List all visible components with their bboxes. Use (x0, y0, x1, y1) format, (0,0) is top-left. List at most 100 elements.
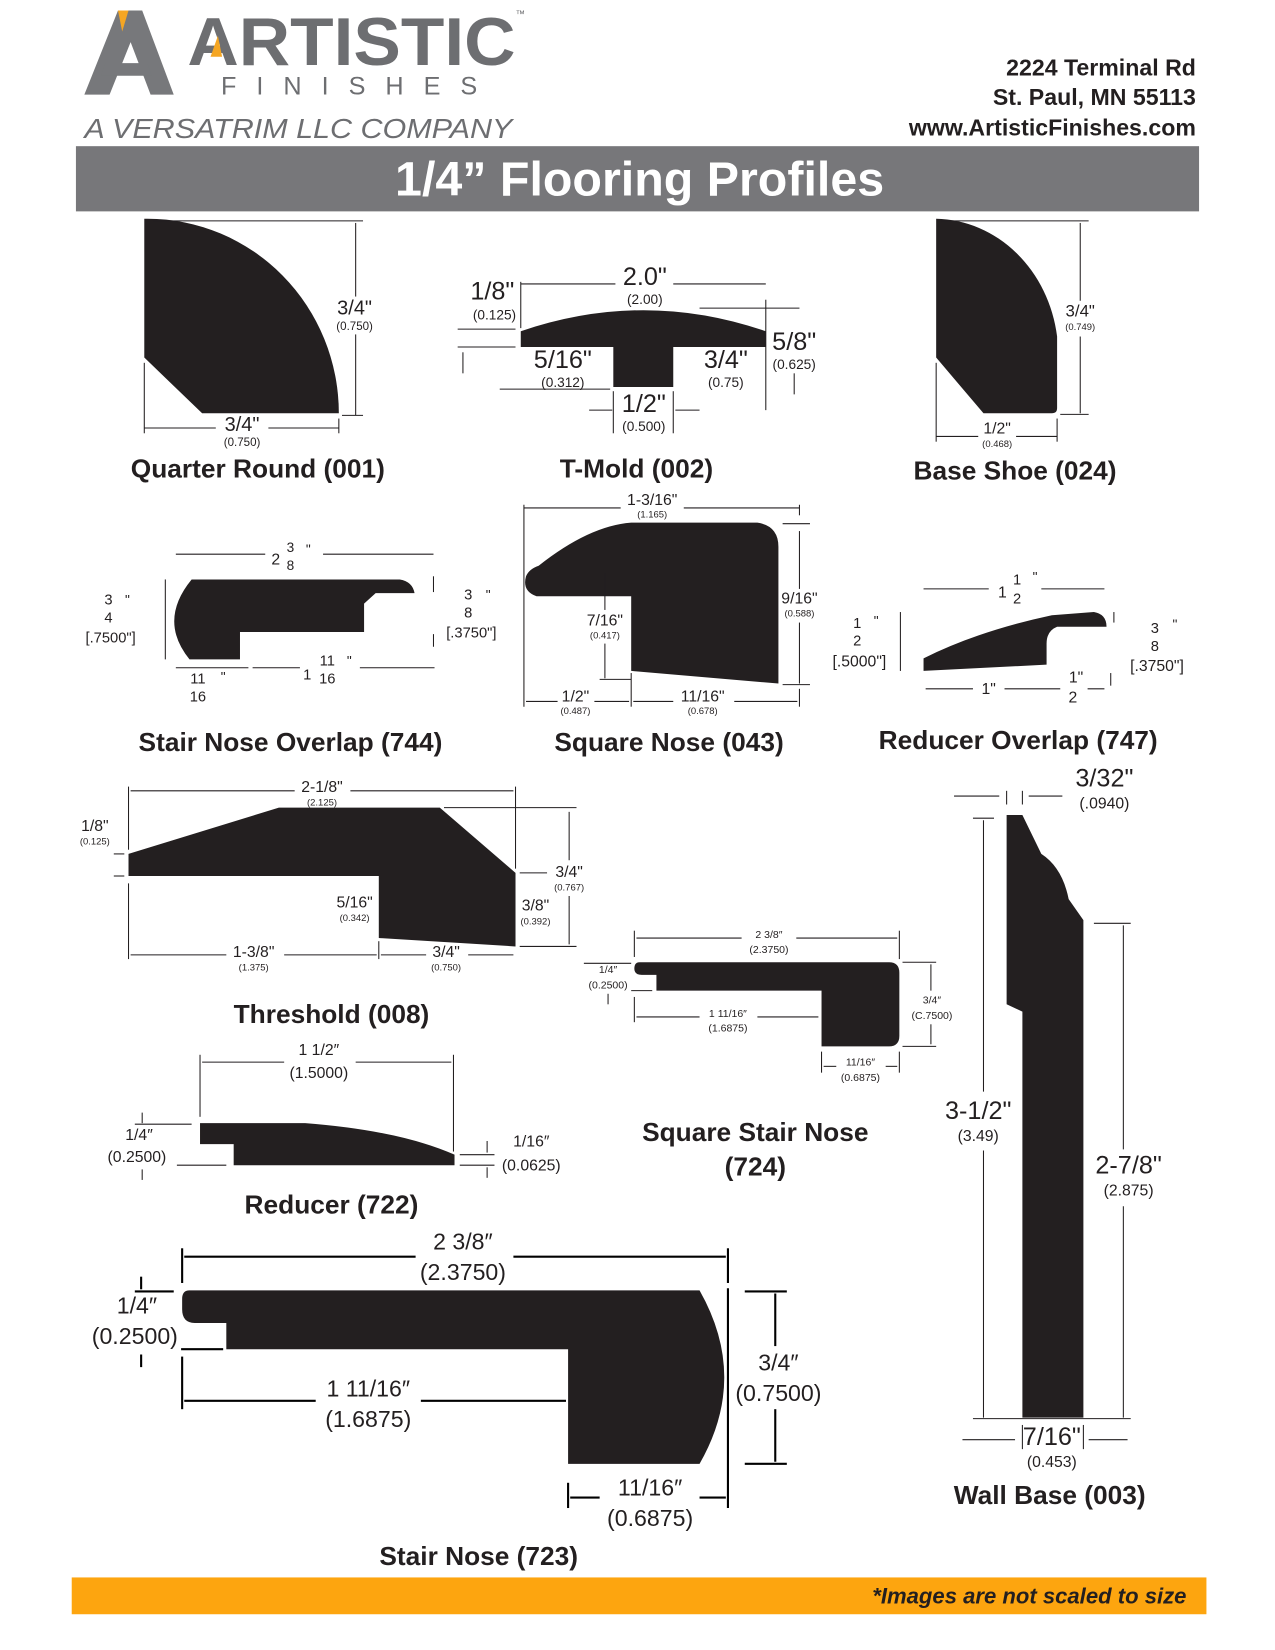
threshold-width-dec: (2.125) (307, 798, 337, 809)
ro-lip-den: 8 (1151, 639, 1159, 655)
t-mold-height-dec: (0.625) (773, 357, 816, 372)
reducer-overlap-shape (923, 612, 1107, 671)
square-stair-nose-shape (634, 962, 900, 1047)
wall-base-lower: 2-7/8" (1095, 1152, 1161, 1180)
sno-foot-num: 11 (190, 672, 205, 688)
ro-lip-num: 3 (1151, 621, 1159, 637)
sno-width-inch: " (306, 542, 311, 557)
square-nose-shape (525, 522, 779, 684)
sno-overlap-whole: 1 (303, 667, 311, 683)
square-nose-right: 11/16" (681, 688, 725, 705)
square-nose-height: 9/16" (781, 591, 817, 608)
square-nose-height-dec: (0.588) (784, 608, 814, 619)
t-mold-leg-height-dec: (0.312) (541, 375, 584, 390)
ro-overlap-num: 1" (1069, 670, 1083, 687)
ro-width-num: 1 (1013, 573, 1021, 589)
profile-base-shoe: 3/4" (0.749) 1/2" (0.468) Base Shoe (024… (914, 218, 1117, 486)
threshold-caption: Threshold (008) (234, 999, 430, 1029)
reducer-width: 1 1/2″ (299, 1042, 340, 1059)
threshold-rabbet: 5/16" (336, 895, 372, 912)
sno-height-den: 4 (104, 611, 112, 627)
logo-a-accent (117, 10, 129, 32)
website-link[interactable]: www.ArtisticFinishes.com (908, 115, 1196, 141)
ssn-height-dec: (C.7500) (912, 1010, 953, 1022)
sno-foot-inch: " (221, 669, 226, 684)
threshold-overhang-dec: (1.375) (239, 963, 269, 974)
ssn-width-dec: (2.3750) (749, 944, 788, 956)
profile-quarter-round: 3/4" (0.750) 3/4" (0.750) Quarter Round … (131, 218, 385, 483)
stair-nose-caption: Stair Nose (723) (379, 1541, 578, 1571)
wall-base-top-dec: (.0940) (1079, 796, 1129, 813)
stair-nose-foot-dec: (0.6875) (607, 1505, 693, 1531)
stair-nose-lip: 1/4″ (117, 1292, 157, 1318)
square-nose-caption: Square Nose (043) (554, 727, 783, 757)
threshold-height: 3/4" (555, 864, 583, 881)
logo-sub: FINISHES (221, 73, 497, 101)
ro-lip-inch: " (1172, 617, 1177, 632)
footer-note: *Images are not scaled to size (872, 1584, 1186, 1609)
stair-nose-height-dec: (0.7500) (735, 1380, 821, 1406)
quarter-round-width-dec: (0.750) (224, 437, 261, 449)
ro-width-whole: 1 (998, 584, 1007, 601)
stair-nose-overlap-shape (174, 579, 415, 660)
sno-width-den: 8 (287, 558, 295, 573)
wall-base-top: 3/32" (1075, 765, 1133, 793)
square-stair-nose-caption-line1: Square Stair Nose (642, 1117, 868, 1147)
base-shoe-height: 3/4" (1066, 302, 1095, 321)
reducer-edge: 1/16″ (513, 1133, 550, 1150)
profile-threshold: 2-1/8" (2.125) 1/8" (0.125) 3/4" (0.767)… (80, 779, 584, 1029)
profile-stair-nose: 2 3/8″ (2.3750) 1/4″ (0.2500) 1 11/16″ (… (92, 1228, 822, 1570)
wall-base-height-dec: (3.49) (958, 1128, 999, 1145)
sno-overlap-inch: " (347, 654, 352, 669)
company-address: 2224 Terminal Rd St. Paul, MN 55113 www.… (908, 55, 1196, 141)
stair-nose-overhang-dec: (1.6875) (325, 1406, 411, 1432)
footer-bar (71, 1577, 1207, 1615)
threshold-edge-dec: (0.125) (80, 836, 110, 847)
reducer-overlap-caption: Reducer Overlap (747) (879, 725, 1158, 755)
ro-height-dec: [.5000"] (832, 654, 886, 671)
logo-word: ARTISTIC (187, 5, 515, 80)
wall-base-height: 3-1/2" (945, 1097, 1011, 1125)
wall-base-thickness: 7/16" (1023, 1423, 1081, 1451)
logo-tm: ™ (516, 9, 525, 20)
t-mold-shape (520, 310, 766, 387)
sno-lip-den: 8 (464, 605, 472, 621)
square-nose-width: 1-3/16" (627, 492, 677, 509)
sno-lip-num: 3 (464, 587, 472, 603)
threshold-shape (128, 807, 516, 947)
sno-width-num: 3 (287, 540, 295, 555)
t-mold-height: 5/8" (772, 328, 816, 356)
square-nose-inner: 7/16" (587, 613, 623, 630)
ssn-foot: 11/16″ (846, 1056, 875, 1068)
ssn-overhang: 1 11/16″ (709, 1008, 747, 1020)
reducer-width-dec: (1.5000) (289, 1065, 348, 1082)
title-banner (75, 146, 1200, 212)
ro-height-den: 2 (853, 634, 861, 650)
base-shoe-width-dec: (0.468) (982, 439, 1012, 450)
quarter-round-width: 3/4" (225, 414, 260, 436)
sno-height-dec: [.7500"] (86, 631, 136, 647)
t-mold-leg-width: 1/2" (622, 390, 666, 418)
threshold-edge: 1/8" (81, 818, 109, 835)
page-title: 1/4” Flooring Profiles (395, 153, 884, 207)
profile-reducer: 1 1/2″ (1.5000) 1/4″ (0.2500) 1/16″ (0.0… (108, 1042, 561, 1220)
threshold-foot-width: 3/4" (432, 944, 460, 961)
t-mold-cap: 1/8" (470, 278, 514, 306)
ssn-lip: 1/4″ (599, 964, 618, 976)
threshold-height-dec: (0.767) (554, 883, 584, 894)
logo-tagline: A VERSATRIM LLC COMPANY (82, 113, 514, 144)
square-stair-nose-caption-line2: (724) (725, 1152, 786, 1182)
sno-height-num: 3 (104, 593, 112, 609)
t-mold-side-dec: (0.75) (708, 375, 744, 390)
threshold-overhang: 1-3/8" (233, 944, 275, 961)
quarter-round-caption: Quarter Round (001) (131, 453, 385, 483)
ro-height-inch: " (874, 614, 879, 629)
t-mold-width: 2.0" (623, 263, 667, 291)
wall-base-lower-dec: (2.875) (1104, 1183, 1154, 1200)
reducer-caption: Reducer (722) (245, 1190, 419, 1220)
stair-nose-foot: 11/16″ (618, 1474, 682, 1500)
logo-a-crossbar (101, 63, 152, 76)
stair-nose-shape (182, 1290, 725, 1464)
sno-height-inch: " (125, 593, 130, 608)
